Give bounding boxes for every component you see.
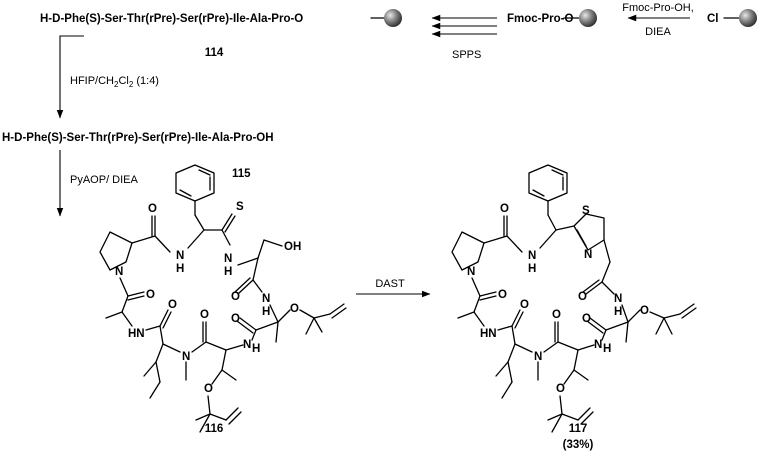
svg-text:N: N	[243, 339, 251, 351]
svg-text:HN: HN	[128, 328, 145, 340]
svg-text:O: O	[552, 309, 561, 321]
dast-reagent: DAST	[375, 278, 405, 290]
linear-peptide-label: H-D-Phe(S)-Ser-Thr(rPre)-Ser(rPre)-Ile-A…	[2, 132, 274, 144]
svg-text:N: N	[176, 250, 184, 262]
svg-text:O: O	[582, 313, 591, 325]
chloro-resin-label: Cl	[707, 13, 719, 25]
svg-text:O: O	[500, 203, 509, 215]
svg-text:N: N	[528, 250, 536, 262]
svg-text:S: S	[582, 205, 590, 217]
compound-116-label: 116	[205, 423, 224, 435]
svg-text:O: O	[146, 289, 155, 301]
spps-label: SPPS	[452, 49, 481, 61]
svg-text:O: O	[520, 299, 529, 311]
loading-reagents-line1: Fmoc-Pro-OH,	[622, 2, 694, 14]
svg-text:O: O	[556, 383, 565, 395]
svg-text:O: O	[200, 309, 209, 321]
resin-bead-icon	[739, 9, 757, 27]
svg-text:H: H	[176, 263, 184, 275]
svg-text:S: S	[236, 201, 244, 213]
cleavage-arrow	[56, 35, 84, 119]
svg-text:O: O	[148, 203, 157, 215]
svg-text:O: O	[290, 303, 299, 315]
svg-text:O: O	[498, 289, 507, 301]
resin-peptide-label: H-D-Phe(S)-Ser-Thr(rPre)-Ser(rPre)-Ile-A…	[40, 13, 303, 25]
svg-text:N: N	[115, 266, 123, 278]
cleavage-reagent: HFIP/CH2Cl2 (1:4)	[70, 75, 159, 89]
svg-text:O: O	[168, 299, 177, 311]
svg-text:H: H	[528, 263, 536, 275]
cyclization-reagent: PyAOP/ DIEA	[70, 174, 139, 186]
compound-114-label: 114	[205, 47, 224, 59]
svg-text:H: H	[224, 266, 232, 278]
compound-116-structure: S N H N H O N OH O N H O	[99, 164, 347, 433]
svg-text:N: N	[614, 293, 622, 305]
svg-text:H: H	[262, 306, 270, 318]
svg-text:N: N	[224, 253, 232, 265]
svg-text:N: N	[534, 351, 542, 363]
svg-text:H: H	[252, 343, 260, 355]
compound-117-yield: (33%)	[563, 439, 594, 451]
compound-117-structure: S N N H O N O N H O O N	[451, 164, 697, 433]
fmoc-pro-resin-label: Fmoc-Pro-O	[507, 13, 574, 25]
svg-text:O: O	[204, 383, 213, 395]
svg-text:N: N	[182, 351, 190, 363]
svg-text:O: O	[231, 291, 240, 303]
svg-text:O: O	[640, 305, 649, 317]
loading-reagents-line2: DIEA	[645, 26, 671, 38]
svg-text:H: H	[614, 306, 622, 318]
svg-text:N: N	[584, 249, 592, 261]
resin-bead-icon	[384, 9, 402, 27]
svg-text:H: H	[603, 343, 611, 355]
svg-text:N: N	[594, 339, 602, 351]
svg-text:OH: OH	[284, 241, 301, 253]
svg-text:N: N	[467, 266, 475, 278]
resin-bead-icon	[579, 9, 597, 27]
svg-text:O: O	[231, 313, 240, 325]
svg-text:HN: HN	[480, 328, 497, 340]
compound-115-label: 115	[232, 168, 251, 180]
svg-text:O: O	[578, 291, 587, 303]
svg-text:N: N	[262, 293, 270, 305]
compound-117-label: 117	[569, 423, 588, 435]
